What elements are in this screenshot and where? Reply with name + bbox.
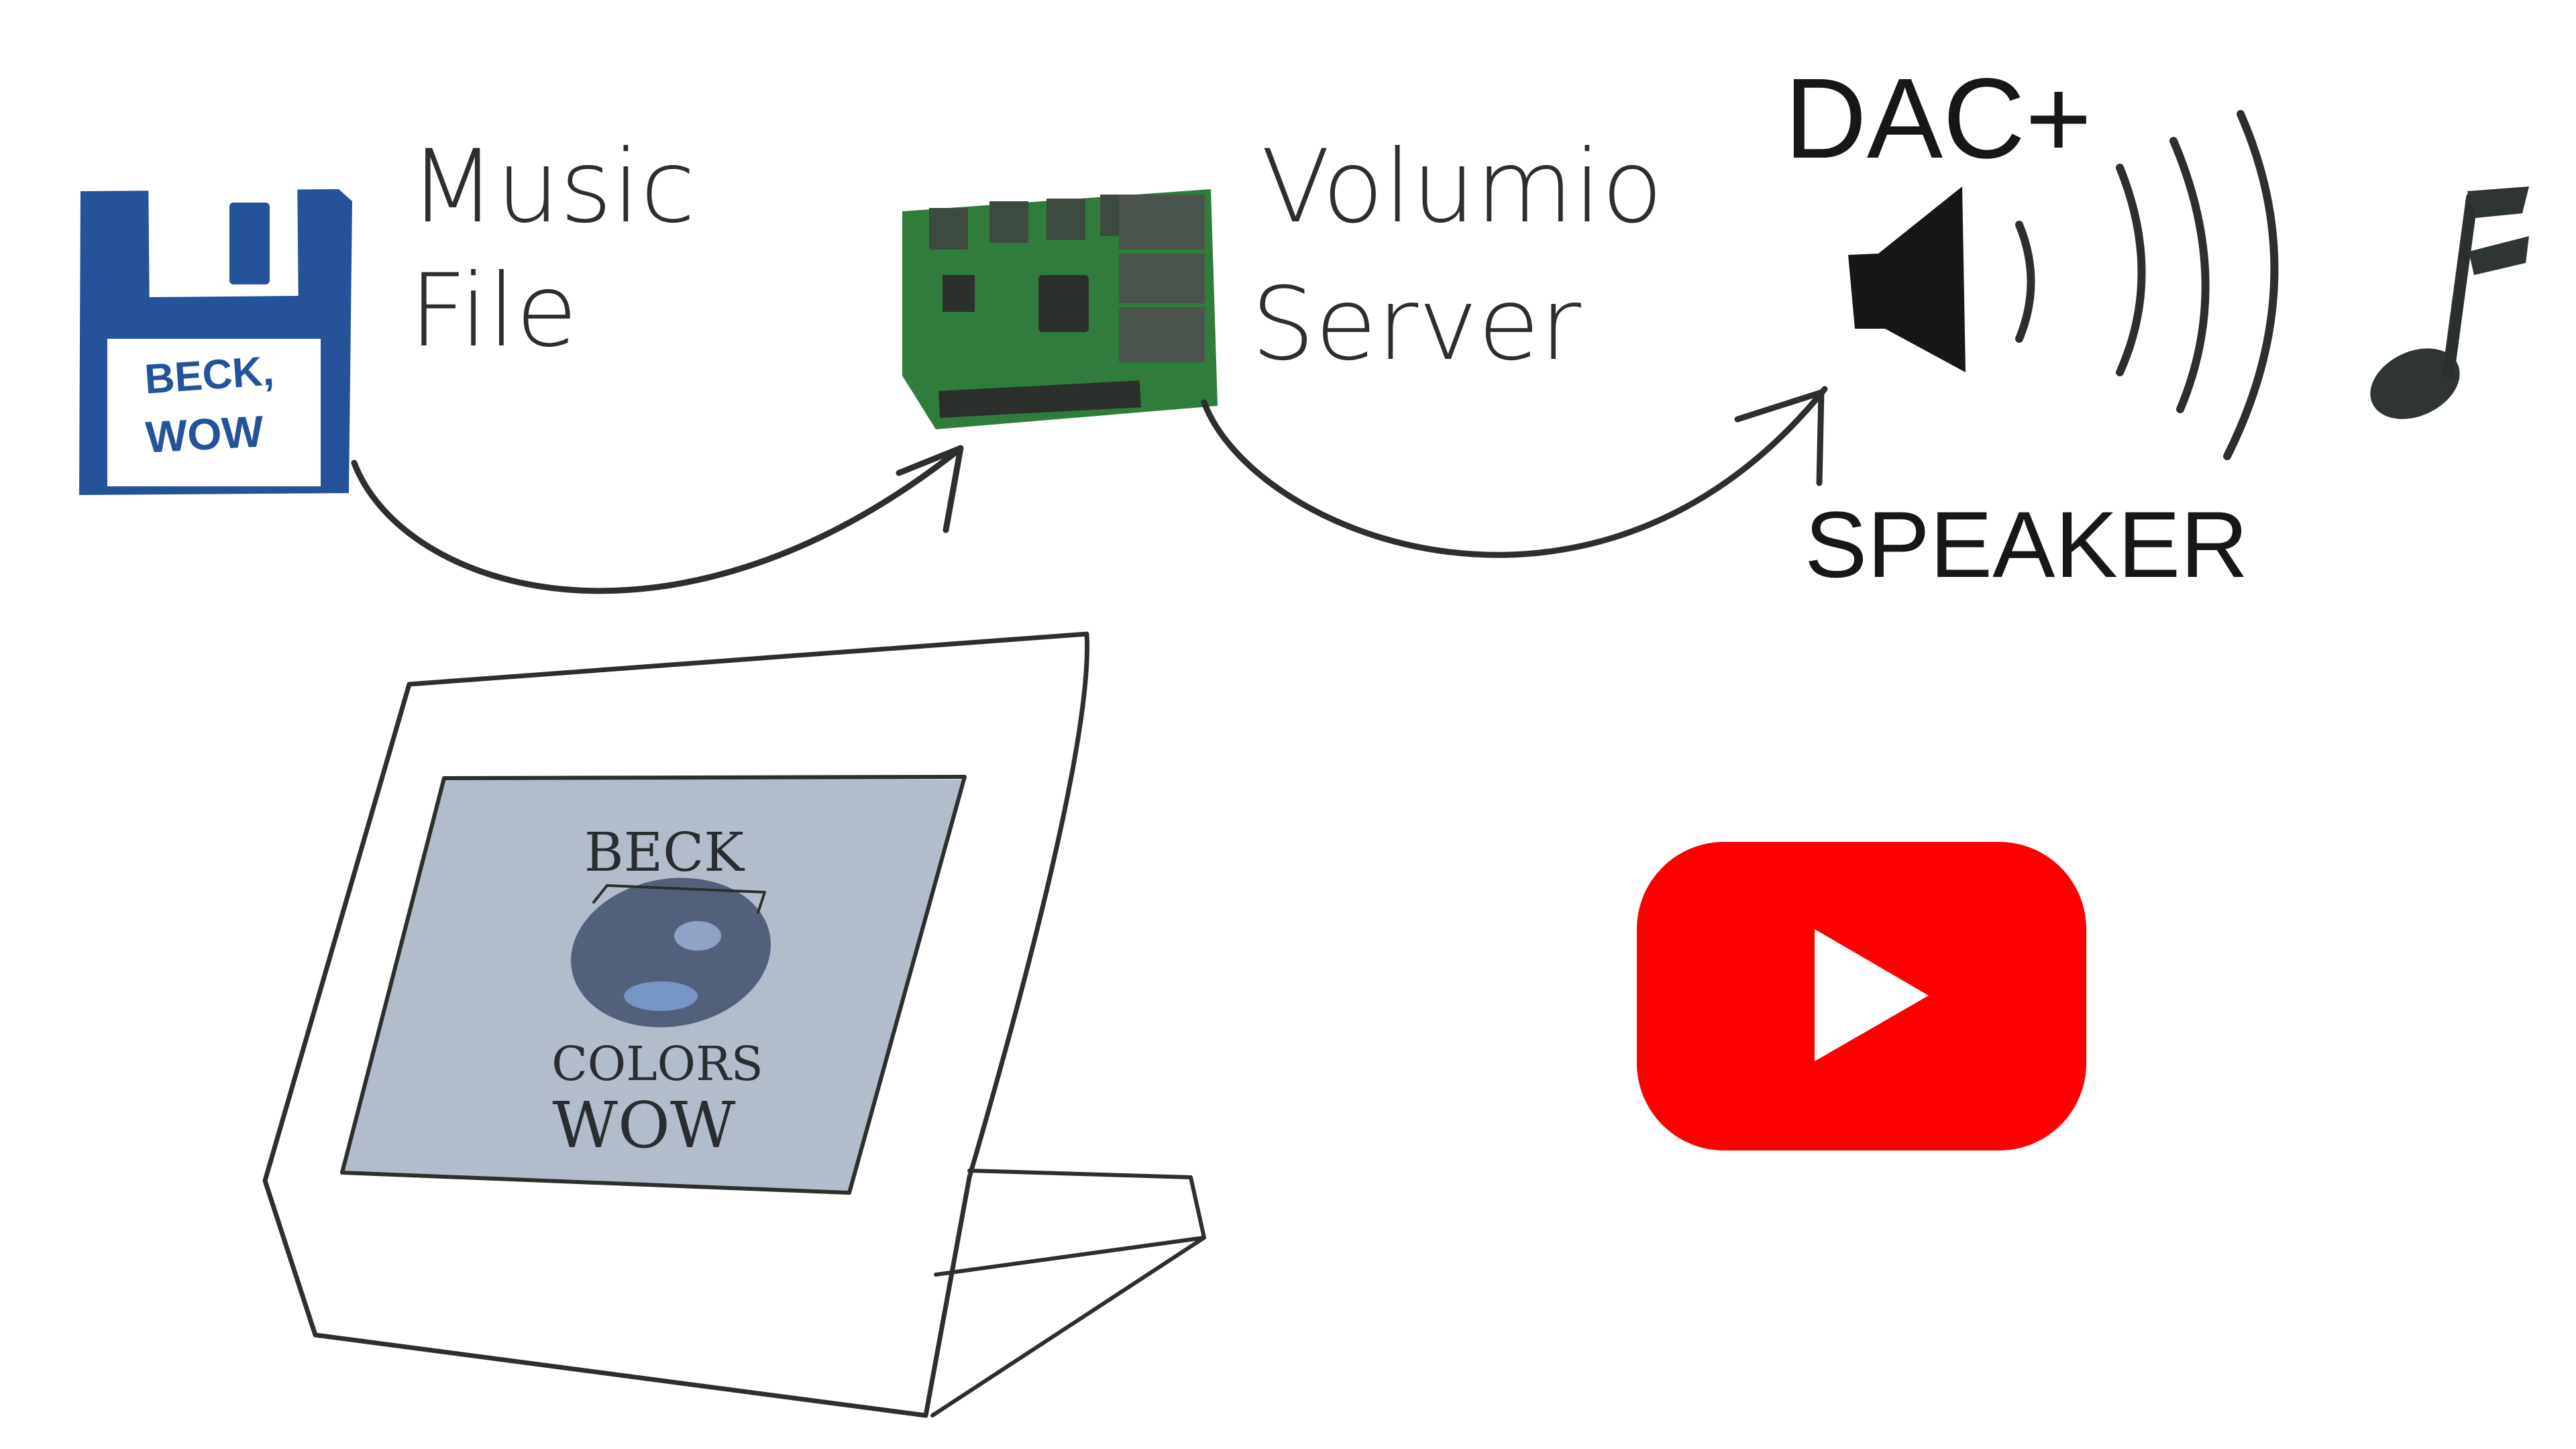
youtube-play-icon [1637,842,2086,1150]
tablet-screen-line2: COLORS [551,1036,763,1091]
music-file-label: Music File [409,129,696,370]
raspberry-pi-board-icon [902,189,1218,429]
dac-label: DAC+ [1784,55,2092,182]
floppy-disk-icon: BECK, WOW [79,189,352,495]
volumio-server-label: Volumio Server [1251,129,1663,383]
album-art-icon [571,877,771,1028]
tablet-screen-line3: WOW [552,1089,736,1163]
music-file-line1: Music [409,129,696,246]
music-file-line2: File [409,253,578,370]
speaker-icon [1848,110,2279,460]
speaker-label: SPEAKER [1805,492,2248,597]
volumio-line2: Server [1251,266,1581,383]
arrow-file-to-server [351,445,964,594]
arrow-server-to-speaker [1201,386,1828,558]
touchscreen-stand-icon: BECK COLORS WOW [262,631,1206,1418]
music-note-icon [2370,186,2529,419]
volumio-line1: Volumio [1261,129,1663,246]
tablet-screen-line1: BECK [584,821,745,883]
floppy-label-line2: WOW [144,406,265,462]
floppy-label-line1: BECK, [143,347,275,402]
